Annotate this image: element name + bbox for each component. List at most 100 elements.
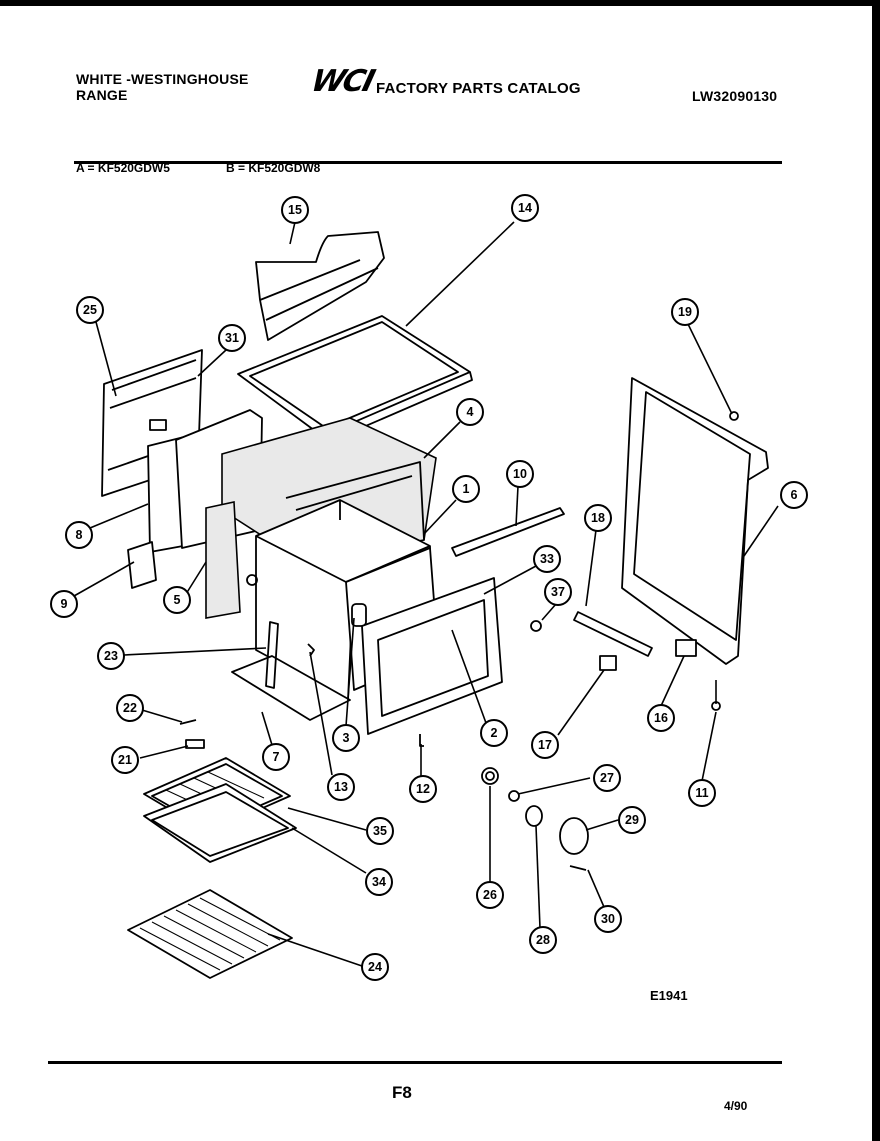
callout-label: 37 — [551, 585, 565, 599]
part-10-rail — [451, 507, 565, 557]
callout-11: 11 — [688, 779, 716, 807]
callout-1: 1 — [452, 475, 480, 503]
callout-label: 33 — [540, 552, 554, 566]
callout-31: 31 — [218, 324, 246, 352]
callout-19: 19 — [671, 298, 699, 326]
callout-14: 14 — [511, 194, 539, 222]
callout-label: 2 — [491, 726, 498, 740]
callout-label: 13 — [334, 780, 348, 794]
callout-30: 30 — [594, 905, 622, 933]
callout-6: 6 — [780, 481, 808, 509]
callout-label: 18 — [591, 511, 605, 525]
callout-label: 22 — [123, 701, 137, 715]
callout-label: 14 — [518, 201, 532, 215]
callout-23: 23 — [97, 642, 125, 670]
callout-label: 21 — [118, 753, 132, 767]
callout-16: 16 — [647, 704, 675, 732]
part-11-pin — [711, 680, 721, 711]
part-5-side-insulation — [205, 501, 241, 619]
callout-label: 26 — [483, 888, 497, 902]
callout-label: 5 — [174, 593, 181, 607]
part-15-shield — [255, 231, 385, 341]
callout-17: 17 — [531, 731, 559, 759]
footer-divider — [48, 1061, 782, 1064]
callout-4: 4 — [456, 398, 484, 426]
part-30-bracket — [569, 865, 587, 871]
callout-label: 34 — [372, 875, 386, 889]
part-28-bulb — [525, 805, 543, 827]
callout-label: 16 — [654, 711, 668, 725]
callout-35: 35 — [366, 817, 394, 845]
callout-33: 33 — [533, 545, 561, 573]
callout-2: 2 — [480, 719, 508, 747]
callout-21: 21 — [111, 746, 139, 774]
callout-label: 7 — [273, 750, 280, 764]
callout-27: 27 — [593, 764, 621, 792]
page-border-right — [872, 0, 880, 1141]
callout-label: 29 — [625, 813, 639, 827]
callout-26: 26 — [476, 881, 504, 909]
callout-label: 4 — [467, 405, 474, 419]
callout-34: 34 — [365, 868, 393, 896]
part-17-clip — [599, 655, 617, 671]
brand-name: WHITE -WESTINGHOUSE — [76, 71, 249, 87]
page-number: F8 — [392, 1083, 412, 1102]
callout-37: 37 — [544, 578, 572, 606]
callout-label: 12 — [416, 782, 430, 796]
callout-label: 24 — [368, 960, 382, 974]
callout-label: 31 — [225, 331, 239, 345]
callout-label: 28 — [536, 933, 550, 947]
callout-22: 22 — [116, 694, 144, 722]
callout-label: 3 — [343, 731, 350, 745]
callout-12: 12 — [409, 775, 437, 803]
document-number: LW32090130 — [692, 88, 778, 104]
part-19-fastener — [729, 411, 739, 421]
callout-18: 18 — [584, 504, 612, 532]
part-26-socket — [481, 767, 499, 785]
part-12-clip — [419, 734, 424, 747]
callout-24: 24 — [361, 953, 389, 981]
catalog-title: FACTORY PARTS CATALOG — [376, 80, 581, 97]
part-37-screw — [530, 620, 542, 632]
part-18-strip — [573, 611, 653, 657]
part-13-clip — [307, 643, 315, 657]
callout-label: 8 — [76, 528, 83, 542]
callout-25: 25 — [76, 296, 104, 324]
callout-3: 3 — [332, 724, 360, 752]
callout-label: 19 — [678, 305, 692, 319]
callout-label: 35 — [373, 824, 387, 838]
header-divider — [74, 161, 782, 164]
callout-label: 27 — [600, 771, 614, 785]
callout-29: 29 — [618, 806, 646, 834]
part-22-spring — [179, 719, 197, 725]
page-border-top — [0, 0, 880, 6]
callout-5: 5 — [163, 586, 191, 614]
product-type: RANGE — [76, 87, 128, 103]
revision-date: 4/90 — [724, 1099, 748, 1113]
part-33-door-frame — [361, 577, 503, 735]
part-34-oven-rack — [143, 783, 297, 863]
part-29-lens — [559, 817, 589, 855]
callout-28: 28 — [529, 926, 557, 954]
callout-label: 10 — [513, 467, 527, 481]
callout-label: 11 — [695, 786, 708, 800]
callout-label: 1 — [463, 482, 470, 496]
callout-13: 13 — [327, 773, 355, 801]
part-9-hinge — [127, 541, 157, 589]
part-21-bracket — [185, 739, 205, 749]
callout-label: 23 — [104, 649, 118, 663]
callout-label: 15 — [288, 203, 302, 217]
callout-9: 9 — [50, 590, 78, 618]
leader-lines — [73, 221, 779, 967]
part-23-bracket — [265, 621, 279, 689]
callout-10: 10 — [506, 460, 534, 488]
callout-15: 15 — [281, 196, 309, 224]
callout-7: 7 — [262, 743, 290, 771]
part-16-bracket — [675, 639, 697, 657]
callout-label: 17 — [538, 738, 552, 752]
callout-label: 9 — [61, 597, 68, 611]
callout-label: 30 — [601, 912, 615, 926]
part-24-rack — [127, 889, 293, 979]
callout-label: 6 — [791, 488, 798, 502]
